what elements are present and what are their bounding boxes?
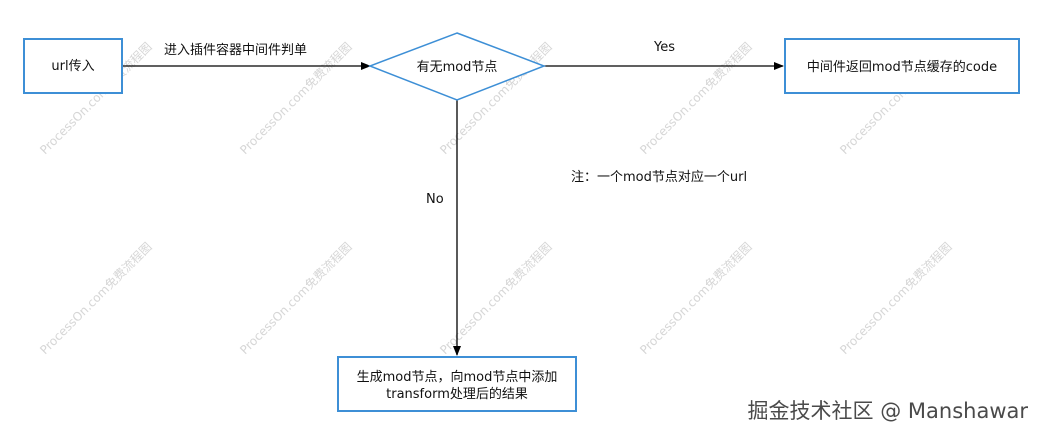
watermark-text: ProcessOn.com免费流程图: [237, 239, 355, 357]
annotation-note: 注：一个mod节点对应一个url: [571, 169, 747, 185]
node-decision: 有无mod节点: [367, 32, 547, 101]
edges: [122, 62, 784, 356]
node-generate: 生成mod节点，向mod节点中添加 transform处理后的结果: [337, 356, 577, 412]
node-generate-label-line2: transform处理后的结果: [386, 386, 528, 402]
watermark-text: ProcessOn.com免费流程图: [637, 39, 755, 157]
node-url-input-label: url传入: [51, 59, 94, 74]
edge-label-no: No: [426, 192, 444, 207]
edge-label-yes: Yes: [653, 40, 675, 55]
watermark-text: ProcessOn.com免费流程图: [437, 239, 555, 357]
node-cache-return-label: 中间件返回mod节点缓存的code: [807, 59, 997, 75]
node-cache-return: 中间件返回mod节点缓存的code: [784, 38, 1020, 94]
node-url-input: url传入: [23, 38, 123, 94]
node-generate-label-line1: 生成mod节点，向mod节点中添加: [357, 369, 558, 385]
watermark-text: ProcessOn.com免费流程图: [637, 239, 755, 357]
watermark-text: ProcessOn.com免费流程图: [37, 239, 155, 357]
watermark-text: ProcessOn.com免费流程图: [837, 239, 955, 357]
node-decision-label: 有无mod节点: [417, 60, 498, 75]
edge-label-enter-container: 进入插件容器中间件判单: [164, 42, 307, 58]
footer-credit: 掘金技术社区 @ Manshawar: [748, 399, 1029, 423]
